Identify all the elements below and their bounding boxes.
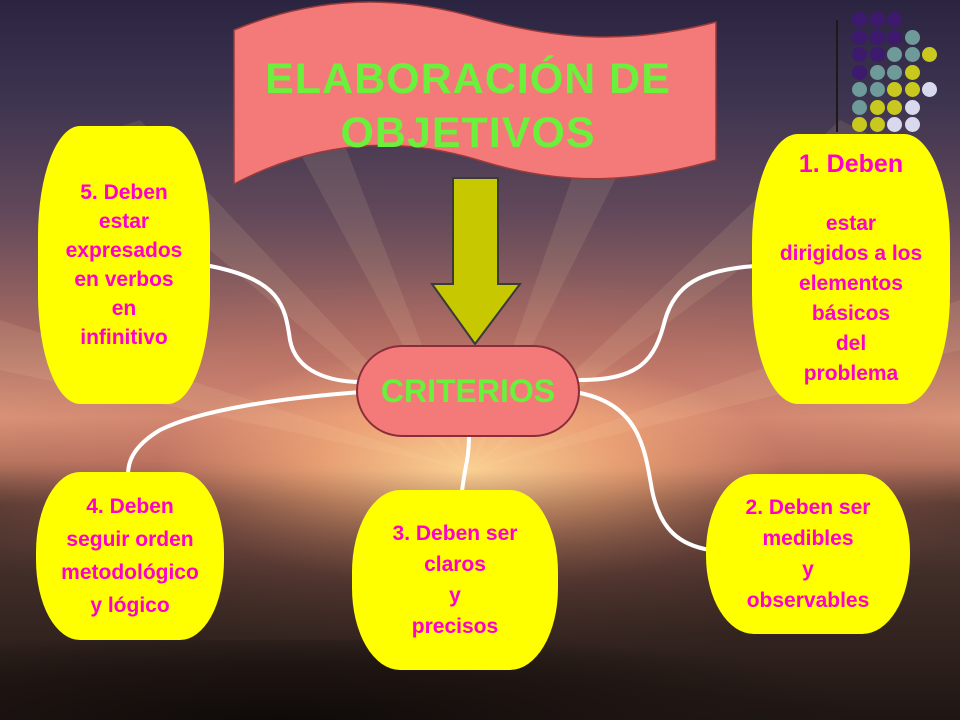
decor-dot [887,29,902,45]
decor-dot [869,47,885,62]
decor-dot [887,12,902,27]
criterion-4-text: 4. Deben seguir orden metodológico y lóg… [61,495,199,617]
decor-dot [852,99,867,115]
divider-line [836,20,838,132]
decor-dot [922,47,937,62]
decor-dot [887,82,902,97]
dot-grid-decoration [852,12,952,134]
title-banner [233,1,717,186]
criterion-box-3: 3. Deben ser claros y precisos [352,490,558,670]
criterion-box-1: 1. Deben estar dirigidos a los elementos… [752,134,950,404]
decor-dot [887,117,902,132]
decor-dot [869,82,885,97]
decor-dot [869,64,885,80]
decor-dot [852,117,867,132]
decor-dot [852,47,867,62]
criterion-box-2: 2. Deben ser medibles y observables [706,474,910,634]
decor-dot [904,82,920,97]
criterion-2-text: 2. Deben ser medibles y observables [745,496,871,612]
decor-dot [869,29,885,45]
decor-dot [852,82,867,97]
criterion-box-4: 4. Deben seguir orden metodológico y lóg… [36,472,224,640]
down-arrow-icon [430,177,522,346]
decor-dot [869,117,885,132]
connector-criterion-3 [460,435,471,494]
decor-dot [869,99,885,115]
connector-criterion-4 [126,390,364,477]
criterion-1-lead: 1. Deben [798,150,904,178]
decor-dot [887,47,902,62]
title-banner-shape [233,1,717,186]
criterion-3-text: 3. Deben ser claros y precisos [392,522,518,638]
decor-dot [852,64,867,80]
decor-dot [869,12,885,27]
decor-dot [904,47,920,62]
criterion-5-text: 5. Deben estar expresados en verbos en i… [65,181,183,349]
connector-criterion-5 [208,264,364,384]
decor-dot [887,64,902,80]
center-label: CRITERIOS [380,372,556,409]
criterion-box-5: 5. Deben estar expresados en verbos en i… [38,126,210,404]
decor-dot [904,117,920,132]
center-node-criterios: CRITERIOS [356,345,580,437]
criterion-1-text: estar dirigidos a los elementos básicos … [779,212,923,385]
decor-dot [887,99,902,115]
decor-dot [852,12,867,27]
decor-dot [922,82,937,97]
connector-criterion-2 [578,391,712,552]
decor-dot [852,29,867,45]
connector-criterion-1 [578,264,757,382]
decor-dot [904,64,920,80]
decor-dot [904,99,920,115]
decor-dot [904,29,920,45]
page-title: ELABORACIÓN DE OBJETIVOS [265,55,671,157]
